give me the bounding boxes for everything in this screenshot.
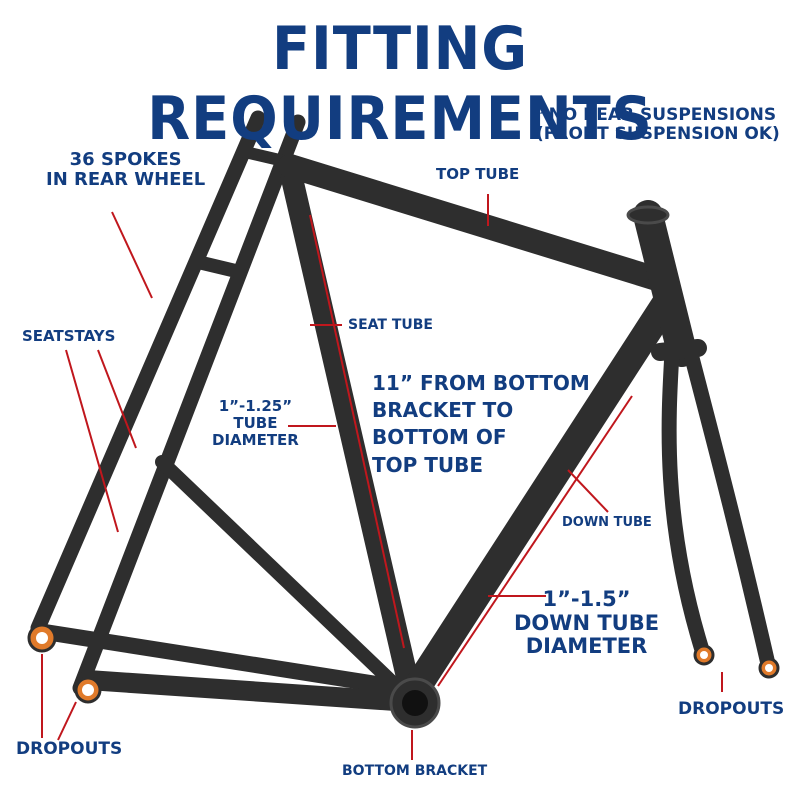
seat-tube-length-line-4: TOP TUBE <box>372 452 484 477</box>
down-tube-label: DOWN TUBE <box>562 515 652 530</box>
seat-tube <box>279 159 421 701</box>
down-tube-diameter-line-2: DOWN TUBE <box>514 610 660 635</box>
leader-seatstays-2 <box>97 349 137 449</box>
page-title: FITTING REQUIREMENTS <box>147 14 653 154</box>
no-rear-suspension-note: *NO REAR SUSPENSIONS (FRONT SUSPENSION O… <box>536 105 780 145</box>
head-tube-cap <box>626 205 670 225</box>
rear-dropouts-label: DROPOUTS <box>16 739 123 759</box>
down-tube <box>398 286 682 709</box>
down-tube-diameter-label: 1”-1.5” DOWN TUBE DIAMETER <box>514 587 660 659</box>
rear-dropouts <box>27 623 102 704</box>
leader-seatstays-1 <box>65 349 119 533</box>
seatstay-bridge-lower <box>191 255 247 279</box>
chainstay-upper <box>37 624 410 696</box>
spokes-line-2: IN REAR WHEEL <box>46 169 206 191</box>
seatstays-label: SEATSTAYS <box>22 327 116 345</box>
top-tube-label: TOP TUBE <box>436 165 520 183</box>
seat-tube-length-label: 11” FROM BOTTOM BRACKET TO BOTTOM OF TOP… <box>372 370 590 479</box>
seat-tube-label: SEAT TUBE <box>348 317 433 333</box>
rear-dropout-left-hole <box>36 632 48 644</box>
leader-seat-tube-length <box>309 214 405 649</box>
seat-tube-length-line-3: BOTTOM OF <box>372 425 507 450</box>
front-dropouts-label: DROPOUTS <box>678 699 785 719</box>
tube-diameter-line-1: 1”-1.25” <box>218 397 293 415</box>
leader-down-tube <box>567 469 609 513</box>
spokes-label: 36 SPOKES IN REAR WHEEL <box>46 149 206 191</box>
bottom-bracket-label: BOTTOM BRACKET <box>342 763 488 779</box>
leader-down-tube-length <box>437 395 633 687</box>
rear-dropout-right-hole <box>82 684 94 696</box>
seat-tube-length-line-2: BRACKET TO <box>372 398 514 423</box>
bottom-bracket-bore <box>402 690 428 716</box>
rear-brace <box>155 455 399 689</box>
tube-diameter-label: 1”-1.25” TUBE DIAMETER <box>212 398 299 449</box>
tube-diameter-line-3: DIAMETER <box>212 430 299 449</box>
down-tube-diameter-line-3: DIAMETER <box>525 634 648 659</box>
bike-frame <box>30 110 776 712</box>
leader-lines <box>41 194 723 760</box>
fork-leg-right <box>682 342 776 672</box>
tube-diameter-line-2: TUBE <box>233 413 278 432</box>
top-tube <box>278 154 672 292</box>
seatstay-right <box>72 114 306 696</box>
fork-leg-left <box>661 344 710 658</box>
note-line-1: *NO REAR SUSPENSIONS <box>539 105 777 125</box>
seatstay-left <box>30 110 266 636</box>
chainstay-lower <box>78 670 420 712</box>
spokes-line-1: 36 SPOKES <box>69 149 182 170</box>
seat-tube-length-line-1: 11” FROM BOTTOM <box>372 371 590 395</box>
leader-rear-dropout-2 <box>57 701 77 741</box>
front-dropouts <box>693 644 780 679</box>
down-tube-diameter-line-1: 1”-1.5” <box>542 587 631 611</box>
note-line-2: (FRONT SUSPENSION OK) <box>536 124 780 145</box>
front-dropout-right-hole <box>765 664 773 672</box>
fork-crown <box>651 339 707 361</box>
front-dropout-left-hole <box>700 651 708 659</box>
leader-spokes <box>111 211 153 299</box>
head-tube <box>633 200 697 367</box>
